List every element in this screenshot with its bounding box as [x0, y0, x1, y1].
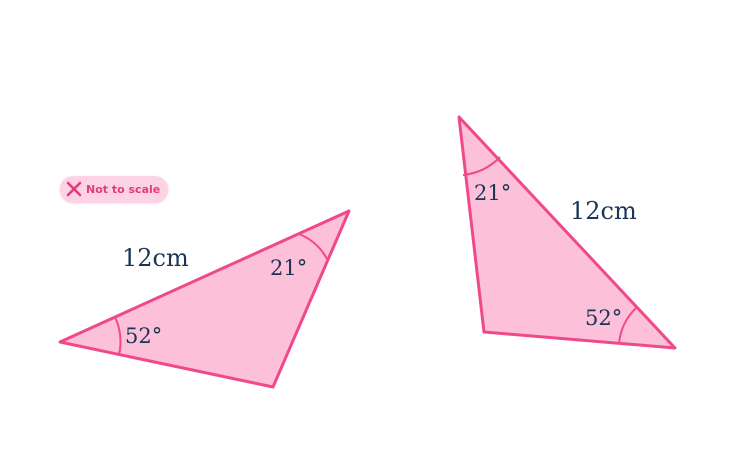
right-triangle-angle-21-label: 21°: [474, 181, 511, 205]
not-to-scale-label: Not to scale: [86, 182, 161, 196]
right-triangle-shape: [457, 115, 677, 350]
left-triangle-shape: [58, 209, 351, 389]
left-triangle-angle-arc-21: [298, 233, 328, 260]
left-triangle-angle-52-label: 52°: [125, 324, 162, 348]
right-triangle-angle-arc-52: [618, 306, 638, 344]
cross-icon: [66, 181, 82, 197]
right-triangle-angle-52-label: 52°: [585, 306, 622, 330]
left-triangle-angle-21-label: 21°: [270, 256, 307, 280]
right-triangle-side-label: 12cm: [570, 197, 637, 225]
left-triangle: 12cm 52° 21°: [58, 209, 351, 389]
not-to-scale-badge: Not to scale: [60, 176, 169, 202]
right-triangle: 12cm 21° 52°: [457, 115, 677, 350]
left-triangle-side-label: 12cm: [122, 244, 189, 272]
right-triangle-angle-arc-21: [462, 156, 501, 176]
left-triangle-angle-arc-52: [114, 316, 122, 356]
